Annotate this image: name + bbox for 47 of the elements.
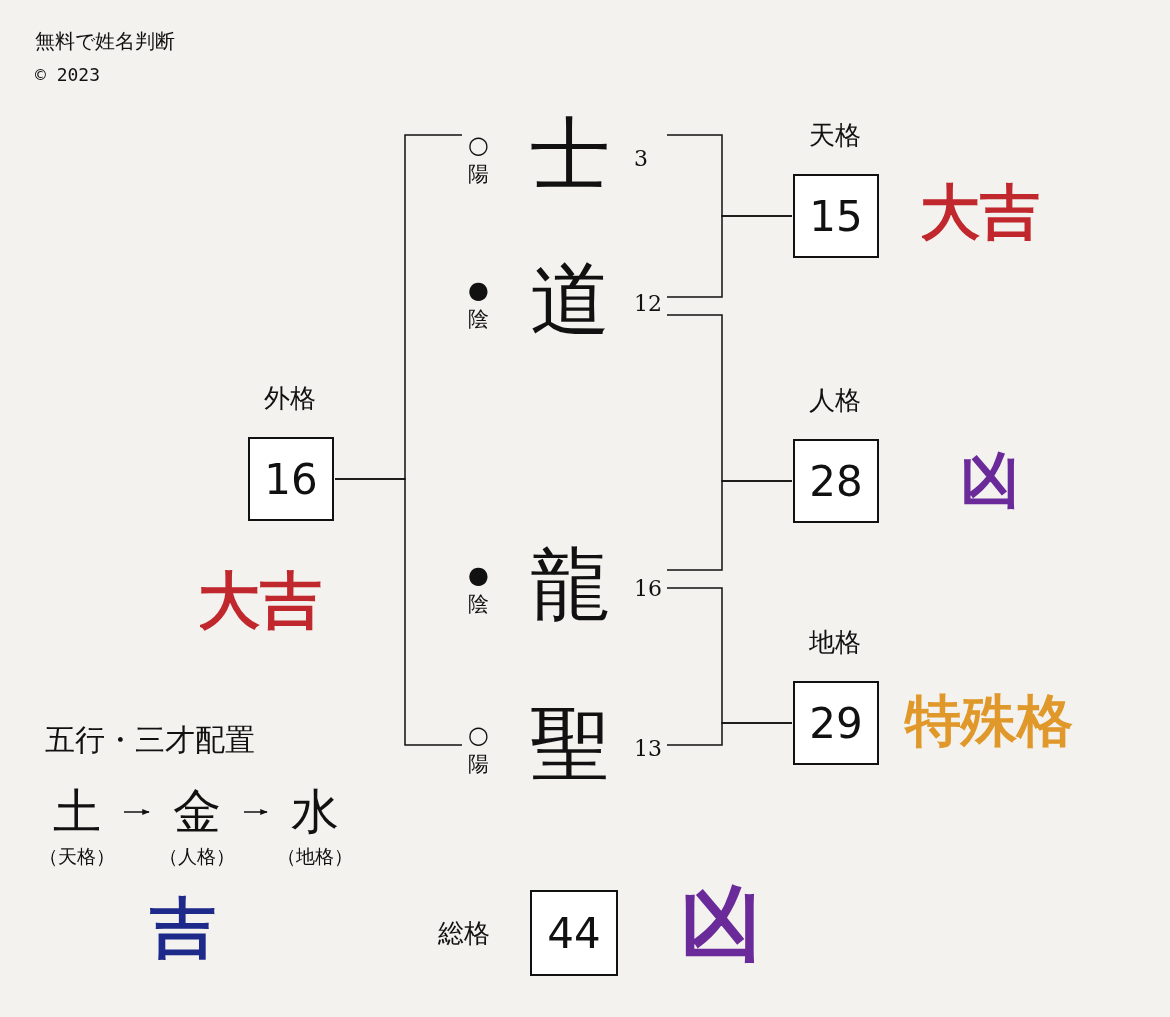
grade-caption: （天格） xyxy=(38,844,116,868)
number-box: 29 xyxy=(793,681,879,765)
stroke-count: 16 xyxy=(634,576,662,602)
grade-heading: 人格 xyxy=(808,384,862,417)
stroke-count: 13 xyxy=(634,736,662,762)
fortune-rating: 凶 xyxy=(960,450,1020,510)
stroke-count: 12 xyxy=(634,291,662,317)
arrow xyxy=(123,809,150,815)
bracket-line xyxy=(666,215,793,298)
grade-heading: 天格 xyxy=(808,119,862,152)
fortune-rating: 大吉 xyxy=(920,182,1040,242)
grade-heading: 総格 xyxy=(438,918,490,948)
bracket-line xyxy=(666,480,793,571)
number-box: 28 xyxy=(793,439,879,523)
fortune-rating: 凶 xyxy=(680,882,762,964)
name-character: 道 xyxy=(530,255,610,345)
name-character: 士 xyxy=(530,110,610,200)
yin-yang-label: 陰 xyxy=(468,592,489,616)
element-character: 土 xyxy=(52,782,102,840)
yin-yang-mark: ● xyxy=(468,562,489,588)
stroke-count: 3 xyxy=(634,146,648,172)
number-box: 16 xyxy=(248,437,334,521)
grade-caption: （人格） xyxy=(158,844,236,868)
section-heading: 五行・三才配置 xyxy=(45,721,255,759)
fortune-rating: 大吉 xyxy=(198,570,322,632)
number-box: 15 xyxy=(793,174,879,258)
title-text: 無料で姓名判断 xyxy=(35,28,175,55)
grade-heading: 地格 xyxy=(808,626,862,659)
yin-yang-label: 陽 xyxy=(468,162,489,186)
yin-yang-mark: ○ xyxy=(468,722,489,748)
copyright-text: © 2023 xyxy=(35,64,101,85)
yin-yang-mark: ○ xyxy=(468,132,489,158)
grade-caption: （地格） xyxy=(276,844,354,868)
bracket-line xyxy=(666,722,793,746)
yin-yang-label: 陰 xyxy=(468,307,489,331)
fortune-rating: 吉 xyxy=(150,895,216,961)
name-character: 龍 xyxy=(530,540,610,630)
fortune-rating: 特殊格 xyxy=(905,692,1073,748)
yin-yang-mark: ● xyxy=(468,277,489,303)
grade-heading: 外格 xyxy=(263,382,317,415)
arrow xyxy=(243,809,268,815)
element-character: 水 xyxy=(290,782,340,840)
element-character: 金 xyxy=(172,782,222,840)
number-box: 44 xyxy=(530,890,618,976)
yin-yang-label: 陽 xyxy=(468,752,489,776)
bracket-line xyxy=(334,478,463,746)
name-character: 聖 xyxy=(530,700,610,790)
